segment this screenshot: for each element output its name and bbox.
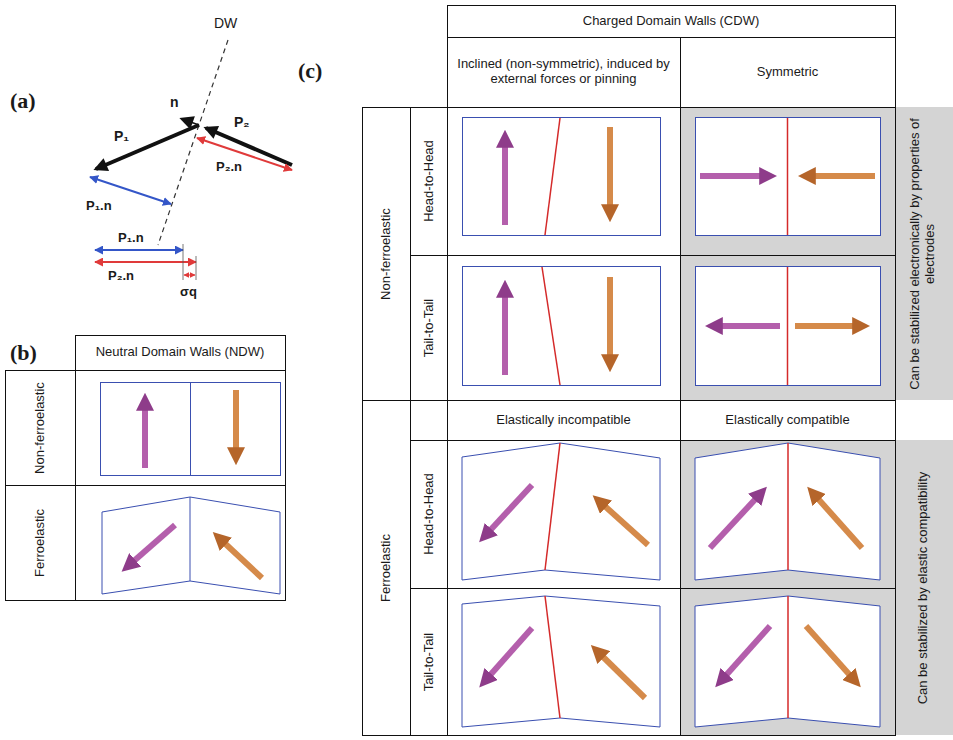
panel-letter: (c) <box>298 56 322 86</box>
vector-label: P₂ <box>234 112 250 132</box>
side-note: Can be stabilized electronically by prop… <box>897 111 949 396</box>
projection-label: P₁.n <box>118 228 144 248</box>
column-header: Elastically incompatible <box>449 400 678 440</box>
vector-label: P₁ <box>114 126 129 146</box>
column-header: Inclined (non-symmetric), induced by ext… <box>449 37 678 107</box>
side-note: Can be stabilized by elastic compatibili… <box>897 444 949 731</box>
row-header: Ferroelastic <box>7 489 73 596</box>
column-header: Elastically compatible <box>682 400 893 440</box>
row-header: Head-to-Head <box>412 111 445 251</box>
wall-label: DW <box>214 12 237 34</box>
table-header: Charged Domain Walls (CDW) <box>449 5 893 37</box>
normal-label: n <box>170 92 179 112</box>
projection-label: P₁.n <box>86 196 112 216</box>
panel-letter: (b) <box>10 338 37 368</box>
row-header: Ferroelastic <box>364 404 408 731</box>
row-header: Tail-to-Tail <box>412 259 445 396</box>
table-header: Neutral Domain Walls (NDW) <box>77 335 283 370</box>
row-header: Non-ferroelastic <box>364 111 408 396</box>
row-header: Tail-to-Tail <box>412 592 445 731</box>
projection-label: P₂.n <box>108 266 134 286</box>
charge-label: σq <box>180 282 197 302</box>
row-header: Non-ferroelastic <box>7 374 73 481</box>
column-header: Symmetric <box>682 37 893 107</box>
row-header: Head-to-Head <box>412 444 445 584</box>
panel-letter: (a) <box>10 86 36 116</box>
projection-label: P₂.n <box>216 157 242 177</box>
